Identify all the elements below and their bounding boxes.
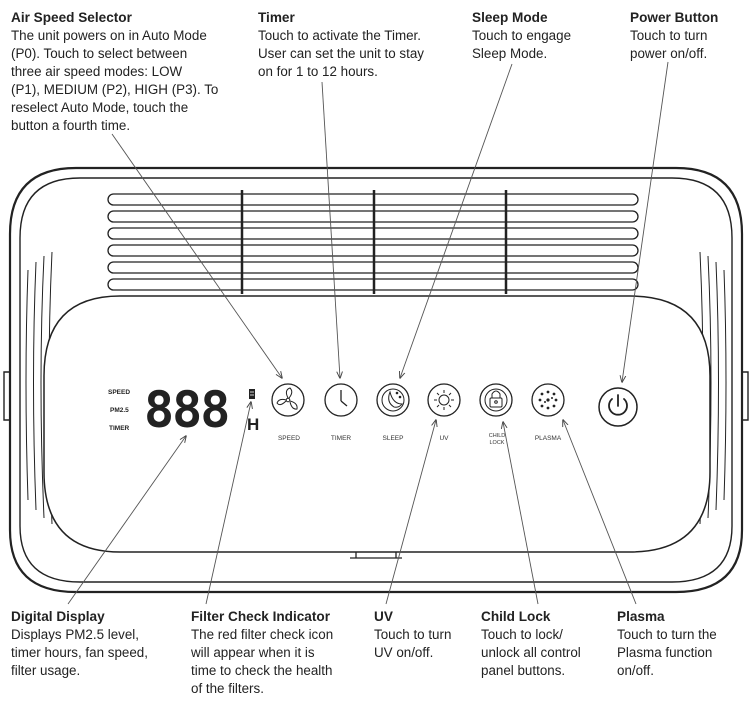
child-lock-label-line2: LOCK	[490, 440, 505, 446]
leader-plasma	[563, 420, 637, 605]
callout-power: Power Button Touch to turn power on/off.	[630, 9, 748, 63]
clock-icon	[340, 390, 348, 407]
callout-sleep-text: Touch to engage Sleep Mode.	[472, 28, 572, 61]
leader-power	[622, 61, 669, 382]
callout-uv-text: Touch to turn UV on/off.	[374, 627, 452, 660]
callout-air-speed-title: Air Speed Selector	[11, 10, 132, 25]
child-lock-button[interactable]	[479, 383, 513, 417]
callout-child-lock-title: Child Lock	[481, 609, 551, 624]
power-icon	[608, 394, 628, 416]
callout-plasma: Plasma Touch to turn the Plasma function…	[617, 608, 752, 680]
child-lock-label-line1: CHILD	[489, 433, 506, 439]
leader-sleep	[400, 63, 513, 378]
callout-display: Digital Display Displays PM2.5 level, ti…	[11, 608, 186, 680]
timer-label: TIMER	[331, 435, 352, 442]
callout-sleep-title: Sleep Mode	[472, 10, 548, 25]
timer-button[interactable]	[324, 383, 358, 417]
leader-child-lock	[503, 422, 539, 605]
fan-icon	[276, 387, 298, 410]
plasma-label: PLASMA	[535, 435, 562, 442]
digital-display: 888	[144, 381, 228, 439]
purifier-housing	[3, 166, 749, 594]
plasma-button[interactable]	[531, 383, 565, 417]
callout-timer: Timer Touch to activate the Timer. User …	[258, 9, 458, 81]
indicator-speed: SPEED	[108, 389, 130, 396]
lock-icon	[484, 388, 508, 412]
indicator-timer: TIMER	[109, 425, 130, 432]
sleep-label: SLEEP	[383, 435, 404, 442]
uv-label: UV	[439, 435, 449, 442]
callout-display-title: Digital Display	[11, 609, 105, 624]
leader-air-speed	[111, 133, 282, 378]
callout-child-lock: Child Lock Touch to lock/ unlock all con…	[481, 608, 611, 680]
leader-filter	[205, 402, 251, 605]
callout-timer-text: Touch to activate the Timer. User can se…	[258, 28, 424, 79]
callout-air-speed: Air Speed Selector The unit powers on in…	[11, 9, 251, 135]
callout-timer-title: Timer	[258, 10, 295, 25]
callout-air-speed-text: The unit powers on in Auto Mode (P0). To…	[11, 28, 219, 133]
callout-display-text: Displays PM2.5 level, timer hours, fan s…	[11, 627, 148, 678]
moon-icon	[381, 388, 405, 412]
leader-display	[67, 436, 186, 605]
speed-letter: H	[247, 415, 259, 434]
leader-timer	[321, 81, 340, 378]
callout-filter-title: Filter Check Indicator	[191, 609, 330, 624]
callout-plasma-title: Plasma	[617, 609, 665, 624]
sun-icon	[434, 390, 454, 410]
leader-lines	[67, 61, 669, 605]
callout-uv: UV Touch to turn UV on/off.	[374, 608, 474, 662]
plasma-icon	[538, 390, 558, 410]
speed-label: SPEED	[278, 435, 300, 442]
callout-power-text: Touch to turn power on/off.	[630, 28, 708, 61]
indicator-pm25: PM2.5	[110, 407, 129, 414]
uv-button[interactable]	[427, 383, 461, 417]
power-button[interactable]	[598, 387, 638, 427]
callout-filter: Filter Check Indicator The red filter ch…	[191, 608, 366, 698]
speed-button[interactable]	[271, 383, 305, 417]
vent-grille	[107, 190, 639, 294]
sleep-button[interactable]	[376, 383, 410, 417]
callout-sleep: Sleep Mode Touch to engage Sleep Mode.	[472, 9, 612, 63]
callout-uv-title: UV	[374, 609, 393, 624]
leader-uv	[385, 420, 436, 605]
callout-power-title: Power Button	[630, 10, 719, 25]
callout-filter-text: The red filter check icon will appear wh…	[191, 627, 334, 696]
callout-plasma-text: Touch to turn the Plasma function on/off…	[617, 627, 717, 678]
filter-icon	[249, 389, 255, 399]
callout-child-lock-text: Touch to lock/ unlock all control panel …	[481, 627, 581, 678]
control-panel	[43, 295, 711, 559]
